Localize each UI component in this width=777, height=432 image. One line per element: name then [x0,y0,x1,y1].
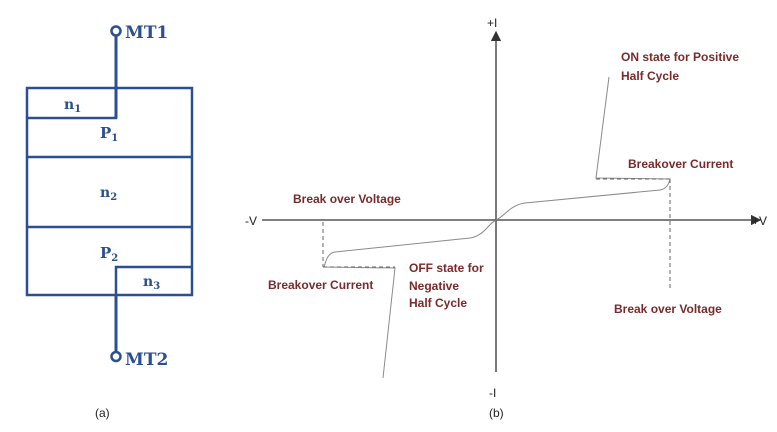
layer-p2-label: P2 [100,244,118,264]
neg-v-label: -V [245,214,257,228]
mt2-label: MT2 [125,350,168,370]
triac-structure: MT1 n1 P1 n2 P2 n3 MT2 (a) [25,23,194,420]
breakover-current-neg-label: Breakover Current [268,278,373,292]
caption-a: (a) [95,406,110,420]
off-state-label-line2: Negative [409,279,459,293]
mt2-terminal-circle [110,350,122,363]
on-state-label-line2: Half Cycle [621,69,679,83]
off-state-label-line3: Half Cycle [409,296,467,310]
break-over-voltage-pos-label: Break over Voltage [614,302,722,316]
pos-i-label: +I [487,16,497,30]
negative-half-curve [323,219,497,379]
layer-p1-label: P1 [100,124,118,144]
on-state-label-line1: ON state for Positive [621,50,739,64]
layer-n2-label: n2 [100,185,117,203]
neg-i-label: -I [489,386,496,400]
pos-v-label: +V [752,214,767,228]
mt1-label: MT1 [125,23,168,43]
positive-half-curve [495,76,671,221]
off-state-label-line1: OFF state for [409,261,484,275]
n1-region-outline [27,88,118,120]
caption-b: (b) [489,406,504,420]
layer-n3-label: n3 [143,274,160,292]
vi-characteristic: +I -I -V +V ON state for Positive Half C… [245,16,767,420]
n3-region-outline [114,265,192,295]
layer-n1-label: n1 [64,97,81,115]
break-over-voltage-neg-label: Break over Voltage [293,192,401,206]
breakover-current-pos-label: Breakover Current [628,157,733,171]
mt1-terminal-circle [110,25,122,37]
device-body [25,86,194,297]
